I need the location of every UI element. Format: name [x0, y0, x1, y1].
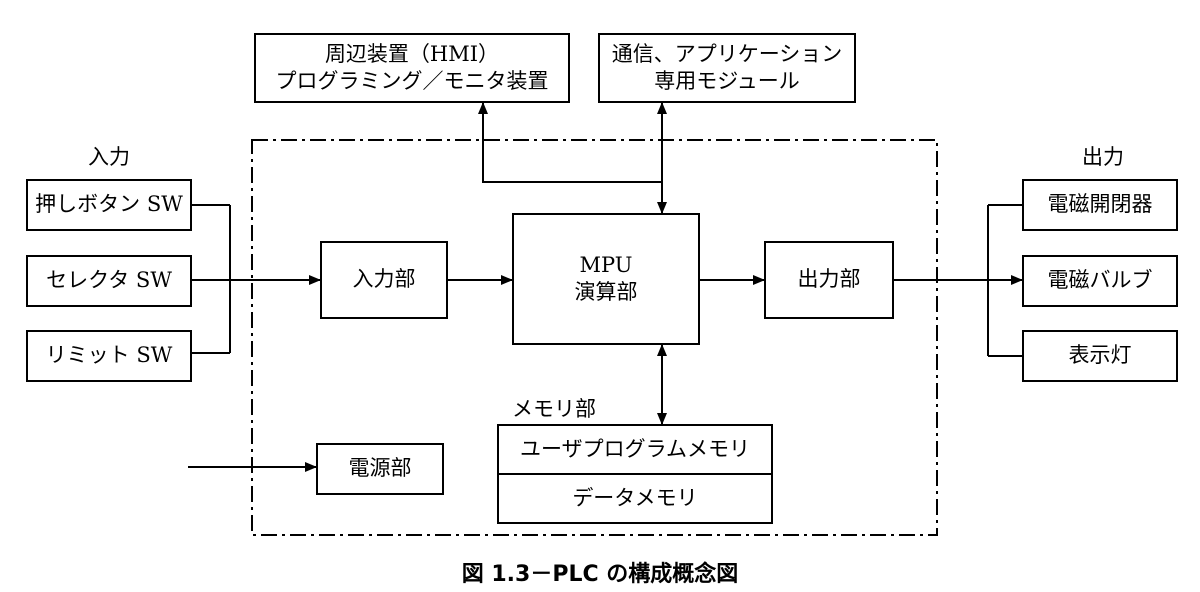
data-memory: データメモリ: [499, 473, 771, 522]
input-limit: リミット SW: [26, 330, 192, 382]
user-program-memory: ユーザプログラムメモリ: [520, 436, 750, 461]
input-unit: 入力部: [320, 241, 448, 319]
output-unit: 出力部: [764, 241, 894, 319]
input-selector: セレクタ SW: [26, 255, 192, 307]
input-label: 入力: [88, 145, 130, 169]
output-lamp: 表示灯: [1022, 330, 1178, 382]
mpu-unit: MPU 演算部: [512, 213, 700, 345]
arrow-to-hmi: [478, 102, 662, 183]
memory-label: メモリ部: [512, 397, 596, 421]
hmi-box: 周辺装置（HMI） プログラミング／モニタ装置: [254, 33, 570, 103]
output-contactor: 電磁開閉器: [1022, 179, 1178, 231]
comm-module-box: 通信、アプリケーション 専用モジュール: [598, 33, 856, 103]
input-pushbutton: 押しボタン SW: [26, 179, 192, 231]
figure-caption: 図 1.3－PLC の構成概念図: [461, 562, 739, 587]
plc-boundary: [251, 139, 938, 536]
memory-unit: ユーザプログラムメモリ データメモリ: [497, 424, 773, 524]
power-unit: 電源部: [316, 443, 444, 495]
output-label: 出力: [1082, 145, 1124, 169]
output-valve: 電磁バルブ: [1022, 255, 1178, 307]
